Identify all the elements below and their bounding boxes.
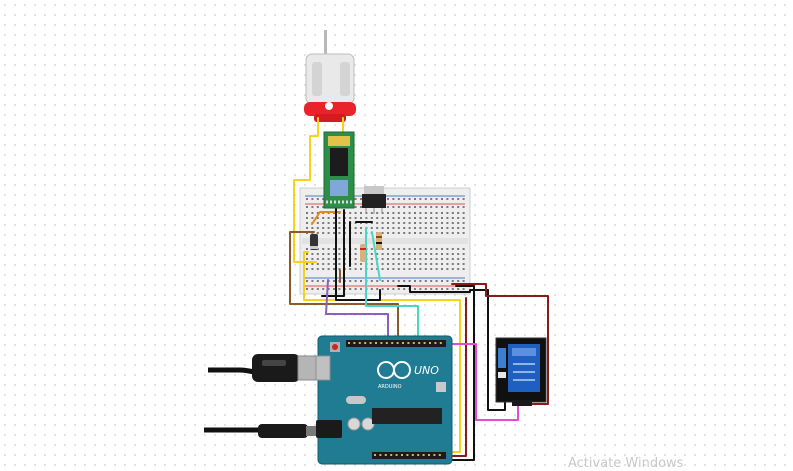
wire-black-2: [321, 209, 345, 297]
usb-cable[interactable]: [208, 354, 327, 382]
power-analog-header: [374, 454, 441, 456]
wires: [289, 117, 549, 461]
arduino-label: ARDUINO: [378, 384, 402, 390]
wire-orange: [311, 211, 341, 225]
relay-module[interactable]: [495, 337, 547, 406]
wire-purple: [325, 279, 389, 345]
wire-black-relay: [397, 285, 506, 411]
bluetooth-module[interactable]: [323, 131, 355, 209]
wire-black-1: [335, 207, 381, 301]
dc-motor[interactable]: [304, 30, 356, 122]
digital-header: [348, 342, 442, 344]
uno-label: UNO: [414, 364, 439, 377]
wire-magenta: [445, 343, 519, 421]
arduino-uno[interactable]: UNO ARDUINO: [315, 335, 453, 465]
wire-brown: [289, 231, 399, 341]
power-cable[interactable]: [204, 424, 316, 438]
resistor-1[interactable]: [376, 232, 382, 250]
diode[interactable]: [310, 234, 318, 250]
resistor-2[interactable]: [360, 244, 366, 262]
wire-darkred: [451, 283, 549, 405]
wire-cyan-2: [371, 231, 381, 281]
arduino-logo: [377, 361, 411, 379]
wire-yellow-motor: [293, 117, 319, 263]
watermark-text: Activate Windows: [568, 456, 684, 471]
wire-cyan: [365, 227, 419, 345]
voltage-regulator[interactable]: [362, 186, 386, 214]
